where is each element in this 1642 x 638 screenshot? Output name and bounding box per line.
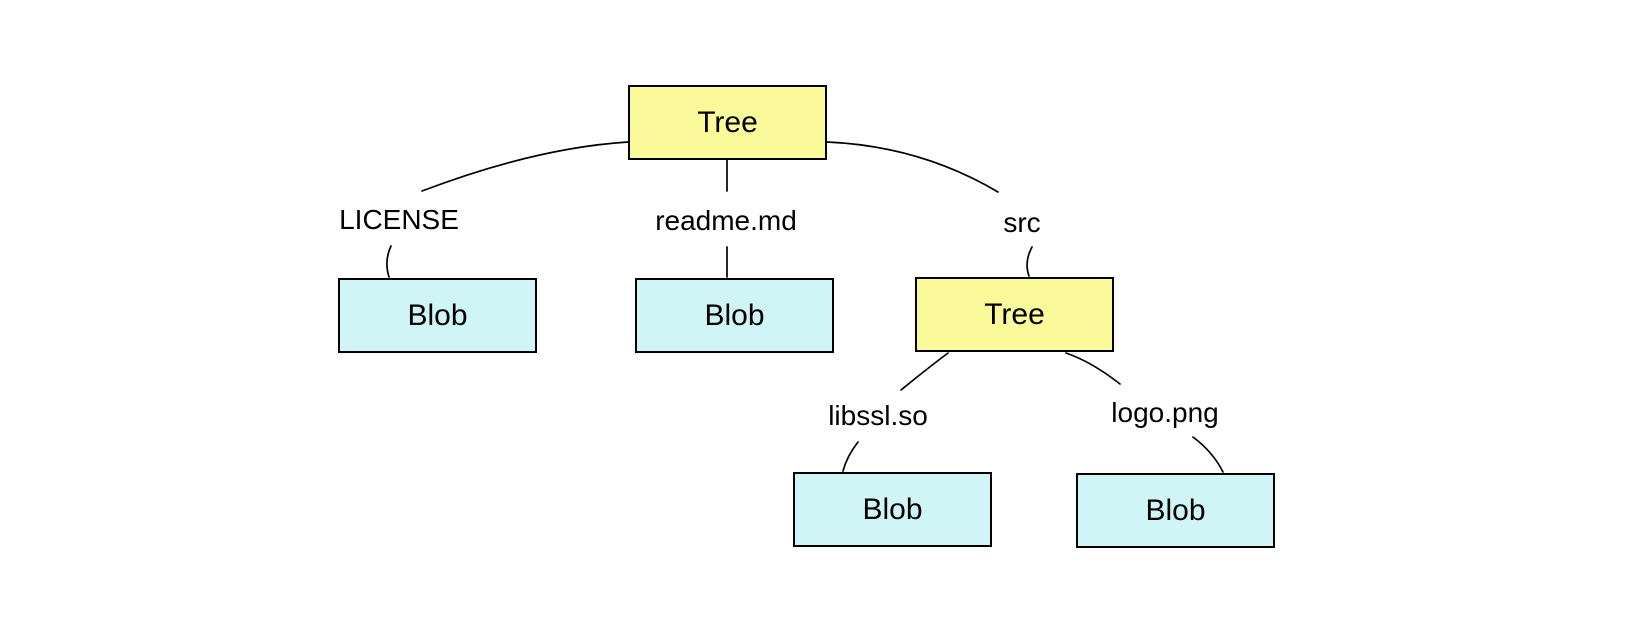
node-tree-root: Tree <box>628 85 827 160</box>
node-tree-src: Tree <box>915 277 1114 352</box>
edge-label-logo: logo.png <box>1111 397 1219 428</box>
edge-treeroot-to-src-label <box>826 141 999 193</box>
edge-label-libssl: libssl.so <box>828 400 928 431</box>
edge-treesrc-to-logo-label <box>1065 352 1121 385</box>
edge-treesrc-to-libssl-label <box>900 352 949 391</box>
node-blob-libssl: Blob <box>793 472 992 547</box>
edge-libssl-label-to-blob <box>842 441 859 472</box>
node-blob-license: Blob <box>338 278 537 353</box>
node-blob-readme: Blob <box>635 278 834 353</box>
edge-label-license: LICENSE <box>339 204 459 235</box>
edge-logo-label-to-blob <box>1192 436 1224 473</box>
edge-treeroot-to-license-label <box>421 141 629 192</box>
edge-license-label-to-blob <box>386 245 392 278</box>
edge-label-src: src <box>1003 207 1041 238</box>
edge-src-label-to-treesrc <box>1026 246 1033 277</box>
edge-label-readme: readme.md <box>655 205 797 236</box>
node-blob-logo: Blob <box>1076 473 1275 548</box>
